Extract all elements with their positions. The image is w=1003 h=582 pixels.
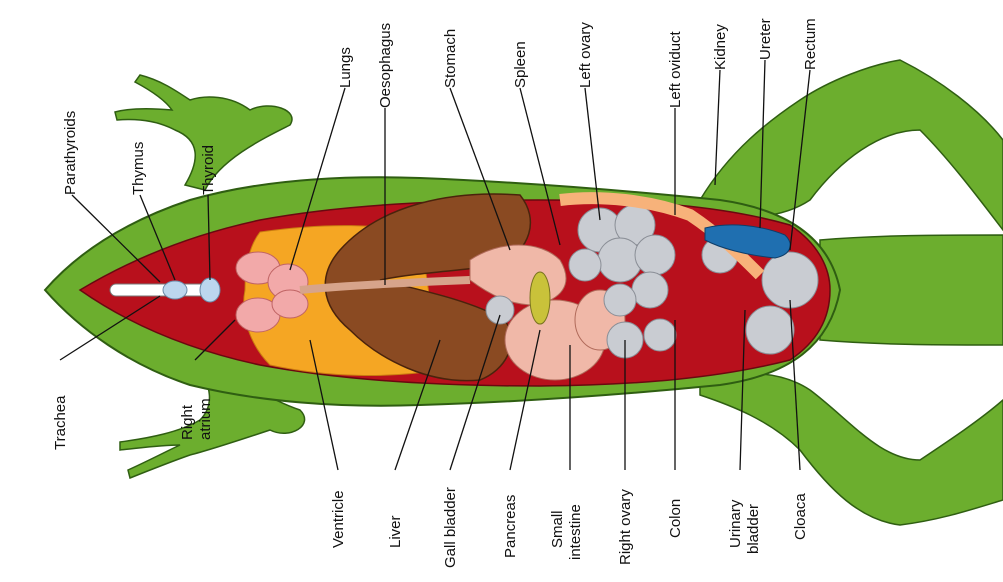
- label-thyroid: Thyroid: [200, 145, 217, 195]
- label-small-intestine-2: intestine: [567, 504, 584, 560]
- label-right-atrium-2: atrium: [197, 398, 214, 440]
- label-kidney: Kidney: [712, 24, 729, 70]
- label-right-ovary: Right ovary: [617, 489, 634, 565]
- label-cloaca: Cloaca: [792, 493, 809, 540]
- label-left-oviduct: Left oviduct: [667, 30, 684, 108]
- label-ventricle: Ventricle: [330, 490, 347, 548]
- label-urinary-bladder-2: bladder: [745, 504, 762, 554]
- label-parathyroids: Parathyroids: [62, 111, 79, 195]
- label-liver: Liver: [387, 515, 404, 548]
- tail: [820, 235, 1003, 345]
- label-pancreas: Pancreas: [502, 495, 519, 558]
- trachea-rings: [110, 284, 210, 296]
- label-stomach: Stomach: [442, 29, 459, 88]
- label-rectum: Rectum: [802, 18, 819, 70]
- label-ureter: Ureter: [757, 18, 774, 60]
- label-urinary-bladder-1: Urinary: [727, 499, 744, 548]
- label-colon: Colon: [667, 499, 684, 538]
- label-left-ovary: Left ovary: [577, 22, 594, 88]
- label-spleen: Spleen: [512, 41, 529, 88]
- label-lungs: Lungs: [337, 47, 354, 88]
- bottom-labels: Trachea Right atrium Ventricle Liver Gal…: [52, 395, 809, 568]
- label-trachea: Trachea: [52, 395, 69, 450]
- gall-bladder: [530, 272, 550, 324]
- label-gall-bladder: Gall bladder: [442, 487, 459, 568]
- label-small-intestine-1: Small: [549, 510, 566, 548]
- label-right-atrium-1: Right: [179, 404, 196, 440]
- hind-right-limb: [700, 373, 1003, 525]
- label-oesophagus: Oesophagus: [377, 23, 394, 108]
- label-thymus: Thymus: [130, 142, 147, 195]
